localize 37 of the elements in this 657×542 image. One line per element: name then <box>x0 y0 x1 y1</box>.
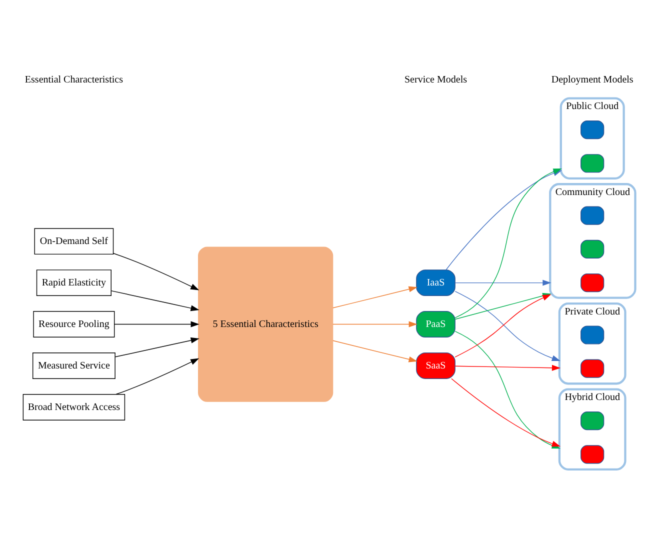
node-box: 5 Essential Characteristics <box>198 246 334 402</box>
cluster: Community Cloud <box>549 183 636 299</box>
node-box: On-Demand Self <box>34 228 114 255</box>
node-box: Rapid Elasticity <box>36 270 112 296</box>
label: Deployment Models <box>551 74 634 86</box>
node-box <box>580 445 604 464</box>
node-box <box>580 326 604 344</box>
node-box: SaaS <box>416 352 456 379</box>
label: Service Models <box>404 74 468 86</box>
node-box: PaaS <box>416 311 456 338</box>
node-box <box>580 154 604 173</box>
arrow <box>454 280 552 286</box>
node-box <box>580 206 604 225</box>
cluster: Hybrid Cloud <box>558 388 626 470</box>
node-box: Measured Service <box>32 352 116 379</box>
arrow <box>114 337 200 358</box>
node-box: Broad Network Access <box>22 394 126 420</box>
arrow <box>332 340 418 362</box>
label: Essential Characteristics <box>24 74 123 86</box>
node-box <box>580 412 604 430</box>
node-box: IaaS <box>416 270 456 296</box>
cluster: Public Cloud <box>560 97 625 180</box>
arrow <box>454 364 561 371</box>
arrow <box>110 290 200 312</box>
node-box <box>580 120 604 140</box>
arrow <box>332 286 418 308</box>
arrow <box>454 294 552 358</box>
arrow <box>113 253 200 290</box>
arrow <box>114 321 200 328</box>
node-box <box>580 359 604 378</box>
node-box: Resource Pooling <box>33 311 115 338</box>
arrow <box>451 378 560 447</box>
node-box <box>580 274 604 292</box>
arrow <box>116 358 200 395</box>
node-box <box>580 240 604 258</box>
arrow <box>332 321 418 328</box>
cluster: Private Cloud <box>558 302 626 385</box>
